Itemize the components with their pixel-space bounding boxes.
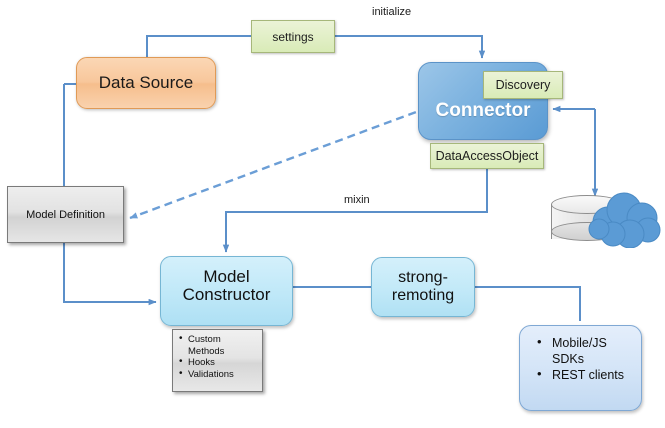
edge-label-initialize: initialize <box>372 6 412 18</box>
node-data-access-object-label: DataAccessObject <box>435 149 539 163</box>
node-data-source-label: Data Source <box>98 73 194 92</box>
wire-settings-connector <box>335 35 486 59</box>
node-clients[interactable]: Mobile/JS SDKs REST clients <box>519 325 642 411</box>
node-data-source[interactable]: Data Source <box>76 57 216 109</box>
node-model-constructor[interactable]: Model Constructor <box>160 256 293 326</box>
model-constructor-features-list: Custom Methods Hooks Validations <box>177 333 259 381</box>
wire-discovery-modeldefinition-dashed <box>129 83 490 220</box>
node-model-constructor-label: Model Constructor <box>182 266 271 304</box>
node-strong-remoting[interactable]: strong-remoting <box>371 257 475 317</box>
list-item: Mobile/JS SDKs <box>537 334 635 367</box>
node-connector-label: Connector <box>435 100 531 121</box>
wire-strongremoting-clients <box>475 286 581 321</box>
wire-mixin <box>222 169 488 253</box>
list-item: Custom Methods <box>179 333 259 357</box>
node-discovery-label: Discovery <box>495 78 551 92</box>
node-model-definition-label: Model Definition <box>26 208 105 221</box>
list-item: REST clients <box>537 366 635 383</box>
node-model-definition[interactable]: Model Definition <box>7 186 124 243</box>
node-settings-label: settings <box>272 29 314 44</box>
cloud-icon <box>588 192 661 248</box>
node-settings[interactable]: settings <box>251 20 335 53</box>
wire-datasource-settings <box>146 35 251 57</box>
node-data-access-object[interactable]: DataAccessObject <box>430 143 544 169</box>
list-item: Validations <box>179 368 259 381</box>
edge-label-mixin: mixin <box>344 194 370 206</box>
list-item: Hooks <box>179 356 259 369</box>
model-constructor-features-box: Custom Methods Hooks Validations <box>172 329 263 392</box>
clients-list: Mobile/JS SDKs REST clients <box>530 334 635 383</box>
node-discovery[interactable]: Discovery <box>483 71 563 99</box>
wire-modeldef-modelconstructor <box>63 243 157 306</box>
node-strong-remoting-label: strong-remoting <box>391 269 455 304</box>
